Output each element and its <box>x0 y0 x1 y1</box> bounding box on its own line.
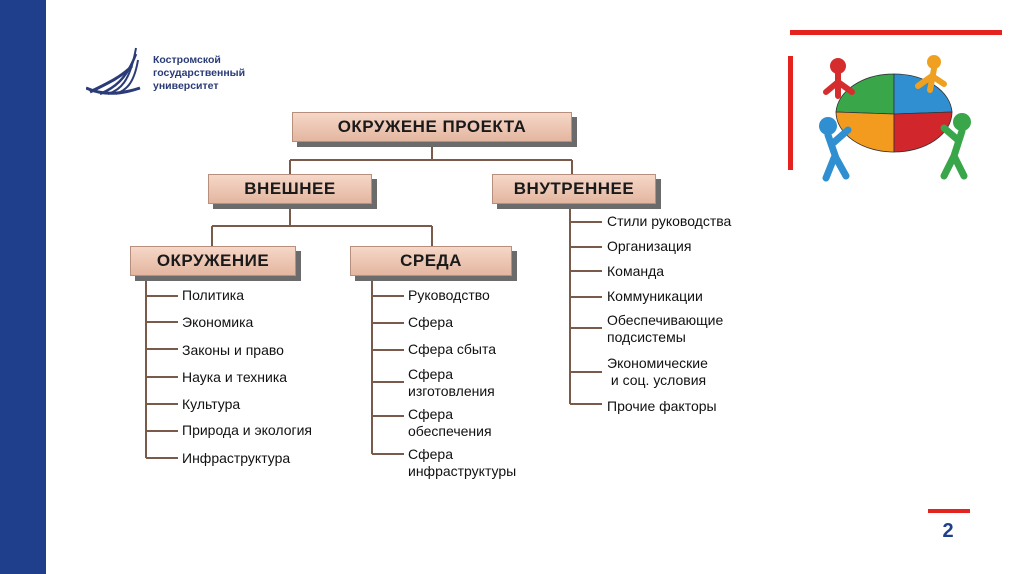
internal-item: Обеспечивающие подсистемы <box>607 312 724 345</box>
environment-item: Инфраструктура <box>182 450 291 466</box>
page-number: 2 <box>942 520 954 542</box>
medium-item: Сфера сбыта <box>408 341 496 357</box>
medium-item: Сфера <box>408 314 453 330</box>
environment-item: Природа и экология <box>182 422 313 438</box>
medium-item: Сфера обеспечения <box>408 406 492 439</box>
medium-item: Сфера изготовления <box>408 366 495 399</box>
medium-node: СРЕДА <box>350 246 512 276</box>
left-sidebar-bar <box>0 0 46 574</box>
internal-item: Стили руководства <box>607 213 732 229</box>
medium-item: Сфера инфраструктуры <box>408 446 517 479</box>
internal-node: ВНУТРЕННЕЕ <box>492 174 656 204</box>
side-red-line <box>788 56 793 170</box>
puzzle-team-icon <box>819 55 971 182</box>
internal-item: Организация <box>607 238 692 254</box>
university-name-line: университет <box>153 80 219 92</box>
medium-item: Руководство <box>408 287 490 303</box>
internal-item: Прочие факторы <box>607 398 717 414</box>
university-logo-icon <box>86 47 141 96</box>
page-number-red-line <box>928 509 970 513</box>
environment-item: Законы и право <box>182 342 284 358</box>
environment-node: ОКРУЖЕНИЕ <box>130 246 296 276</box>
internal-item: Коммуникации <box>607 288 703 304</box>
internal-item: Экономические и соц. условия <box>607 355 708 388</box>
environment-item: Наука и техника <box>182 369 288 385</box>
root-node: ОКРУЖЕНЕ ПРОЕКТА <box>292 112 572 142</box>
university-name-line: государственный <box>153 67 246 79</box>
environment-item: Культура <box>182 396 241 412</box>
external-node: ВНЕШНЕЕ <box>208 174 372 204</box>
environment-item: Экономика <box>182 314 254 330</box>
environment-item: Политика <box>182 287 244 303</box>
university-name: Костромской государственный университет <box>153 54 245 93</box>
university-name-line: Костромской <box>153 54 221 66</box>
top-red-line <box>790 30 1002 35</box>
internal-item: Команда <box>607 263 665 279</box>
